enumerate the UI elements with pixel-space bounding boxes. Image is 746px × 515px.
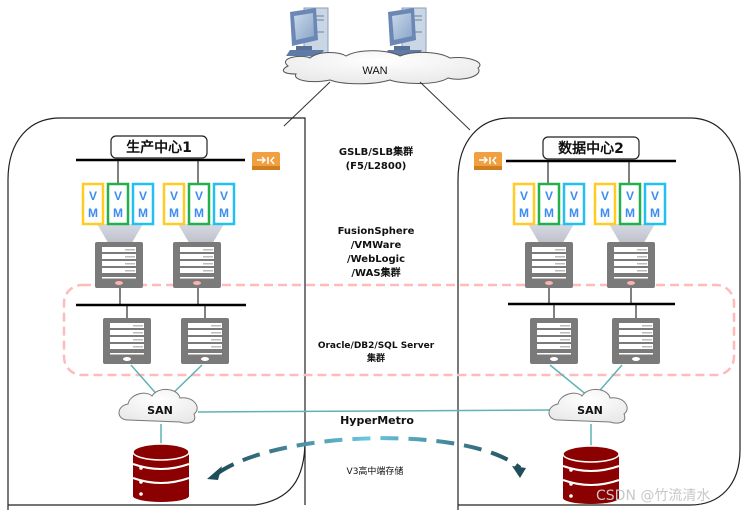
vm-label-bottom: M <box>569 206 579 220</box>
vm-label-top: V <box>139 189 147 203</box>
app-cluster-label-line-1: FusionSphere <box>338 226 415 237</box>
vm-label-bottom: M <box>88 206 98 220</box>
datacenter-1-title: 生产中心1 <box>126 139 192 156</box>
app-cluster-label-line-2: /VMWare <box>351 240 402 251</box>
db-server <box>181 318 229 364</box>
dc1-storage-array-icon <box>132 443 190 502</box>
vm-box: VM <box>81 182 105 226</box>
vm-label-bottom: M <box>113 206 123 220</box>
dc2-san-label: SAN <box>577 404 603 417</box>
datacenter-2-title-box: 数据中心2 <box>542 136 640 160</box>
app-server <box>607 242 655 288</box>
vm-box: VM <box>562 182 586 226</box>
app-cluster-label-line-3: /WebLogic <box>347 254 405 265</box>
vm-funnel <box>178 224 224 246</box>
database-cluster-region <box>62 283 736 377</box>
vm-funnel <box>97 224 143 246</box>
db-cluster-label-line-1: Oracle/DB2/SQL Server <box>318 341 435 351</box>
vm-label-bottom: M <box>219 206 229 220</box>
app-cluster-label-line-4: /WAS集群 <box>351 266 400 279</box>
vm-box: VM <box>512 182 536 226</box>
vm-box: VM <box>618 182 642 226</box>
vm-label-top: V <box>651 189 659 203</box>
vm-label-bottom: M <box>519 206 529 220</box>
dc2-load-balancer-icon <box>474 152 502 170</box>
vm-funnel <box>528 224 574 246</box>
storage-label: V3高中端存储 <box>347 465 404 477</box>
vm-label-top: V <box>626 189 634 203</box>
datacenter-1-boundary <box>7 117 306 510</box>
vm-box: VM <box>162 182 186 226</box>
app-server <box>95 242 143 288</box>
vm-label-top: V <box>545 189 553 203</box>
storage-layer <box>132 443 620 504</box>
vm-label-top: V <box>570 189 578 203</box>
vm-label-top: V <box>520 189 528 203</box>
datacenter-1-title-box: 生产中心1 <box>110 135 208 159</box>
dc1-san-cloud: SAN <box>118 389 198 424</box>
vm-label-top: V <box>195 189 203 203</box>
vm-box: VM <box>537 182 561 226</box>
vm-label-bottom: M <box>625 206 635 220</box>
vm-label-top: V <box>601 189 609 203</box>
wan-label: WAN <box>362 65 387 77</box>
vm-funnel <box>609 224 655 246</box>
vm-box: VM <box>593 182 617 226</box>
dc2-storage-array-icon <box>562 445 620 504</box>
vm-label-bottom: M <box>194 206 204 220</box>
hypermetro-link <box>197 409 556 413</box>
vm-label-bottom: M <box>169 206 179 220</box>
san-links <box>130 364 623 447</box>
vm-box: VM <box>131 182 155 226</box>
vm-label-top: V <box>114 189 122 203</box>
vm-label-top: V <box>89 189 97 203</box>
db-server <box>612 318 660 364</box>
app-server <box>525 242 573 288</box>
dc1-load-balancer-icon <box>252 152 280 170</box>
wan-client-pc-2 <box>384 7 427 57</box>
db-server <box>530 318 578 364</box>
wan-link-dc1 <box>283 81 331 127</box>
watermark: CSDN @竹流清水 <box>596 488 710 504</box>
vm-label-bottom: M <box>650 206 660 220</box>
server-layer <box>95 242 660 364</box>
vm-box: VM <box>106 182 130 226</box>
vm-label-top: V <box>220 189 228 203</box>
app-server <box>173 242 221 288</box>
datacenter-2-boundary <box>457 117 741 510</box>
gslb-label-line-2: (F5/L2800) <box>346 161 407 172</box>
wan-link-dc2 <box>419 81 471 131</box>
wan-cloud: WAN <box>282 50 481 85</box>
dc2-san-cloud: SAN <box>548 389 628 424</box>
hypermetro-replication-arc <box>216 436 522 475</box>
dc1-san-label: SAN <box>147 404 173 417</box>
db-cluster-label-line-2: 集群 <box>366 352 385 364</box>
db-server <box>103 318 151 364</box>
center-labels: GSLB/SLB集群 (F5/L2800) FusionSphere /VMWa… <box>318 145 435 477</box>
hypermetro-label: HyperMetro <box>340 414 414 427</box>
vm-label-bottom: M <box>600 206 610 220</box>
vm-box: VM <box>643 182 667 226</box>
vm-label-bottom: M <box>544 206 554 220</box>
vm-label-bottom: M <box>138 206 148 220</box>
wan-client-pc-1 <box>286 7 329 57</box>
vm-box: VM <box>212 182 236 226</box>
arc-arrowhead-left-icon <box>207 466 222 480</box>
datacenter-2-title: 数据中心2 <box>558 140 624 157</box>
gslb-label-line-1: GSLB/SLB集群 <box>339 145 413 158</box>
arc-arrowhead-right-icon <box>512 466 526 478</box>
vm-box: VM <box>187 182 211 226</box>
vm-label-top: V <box>170 189 178 203</box>
